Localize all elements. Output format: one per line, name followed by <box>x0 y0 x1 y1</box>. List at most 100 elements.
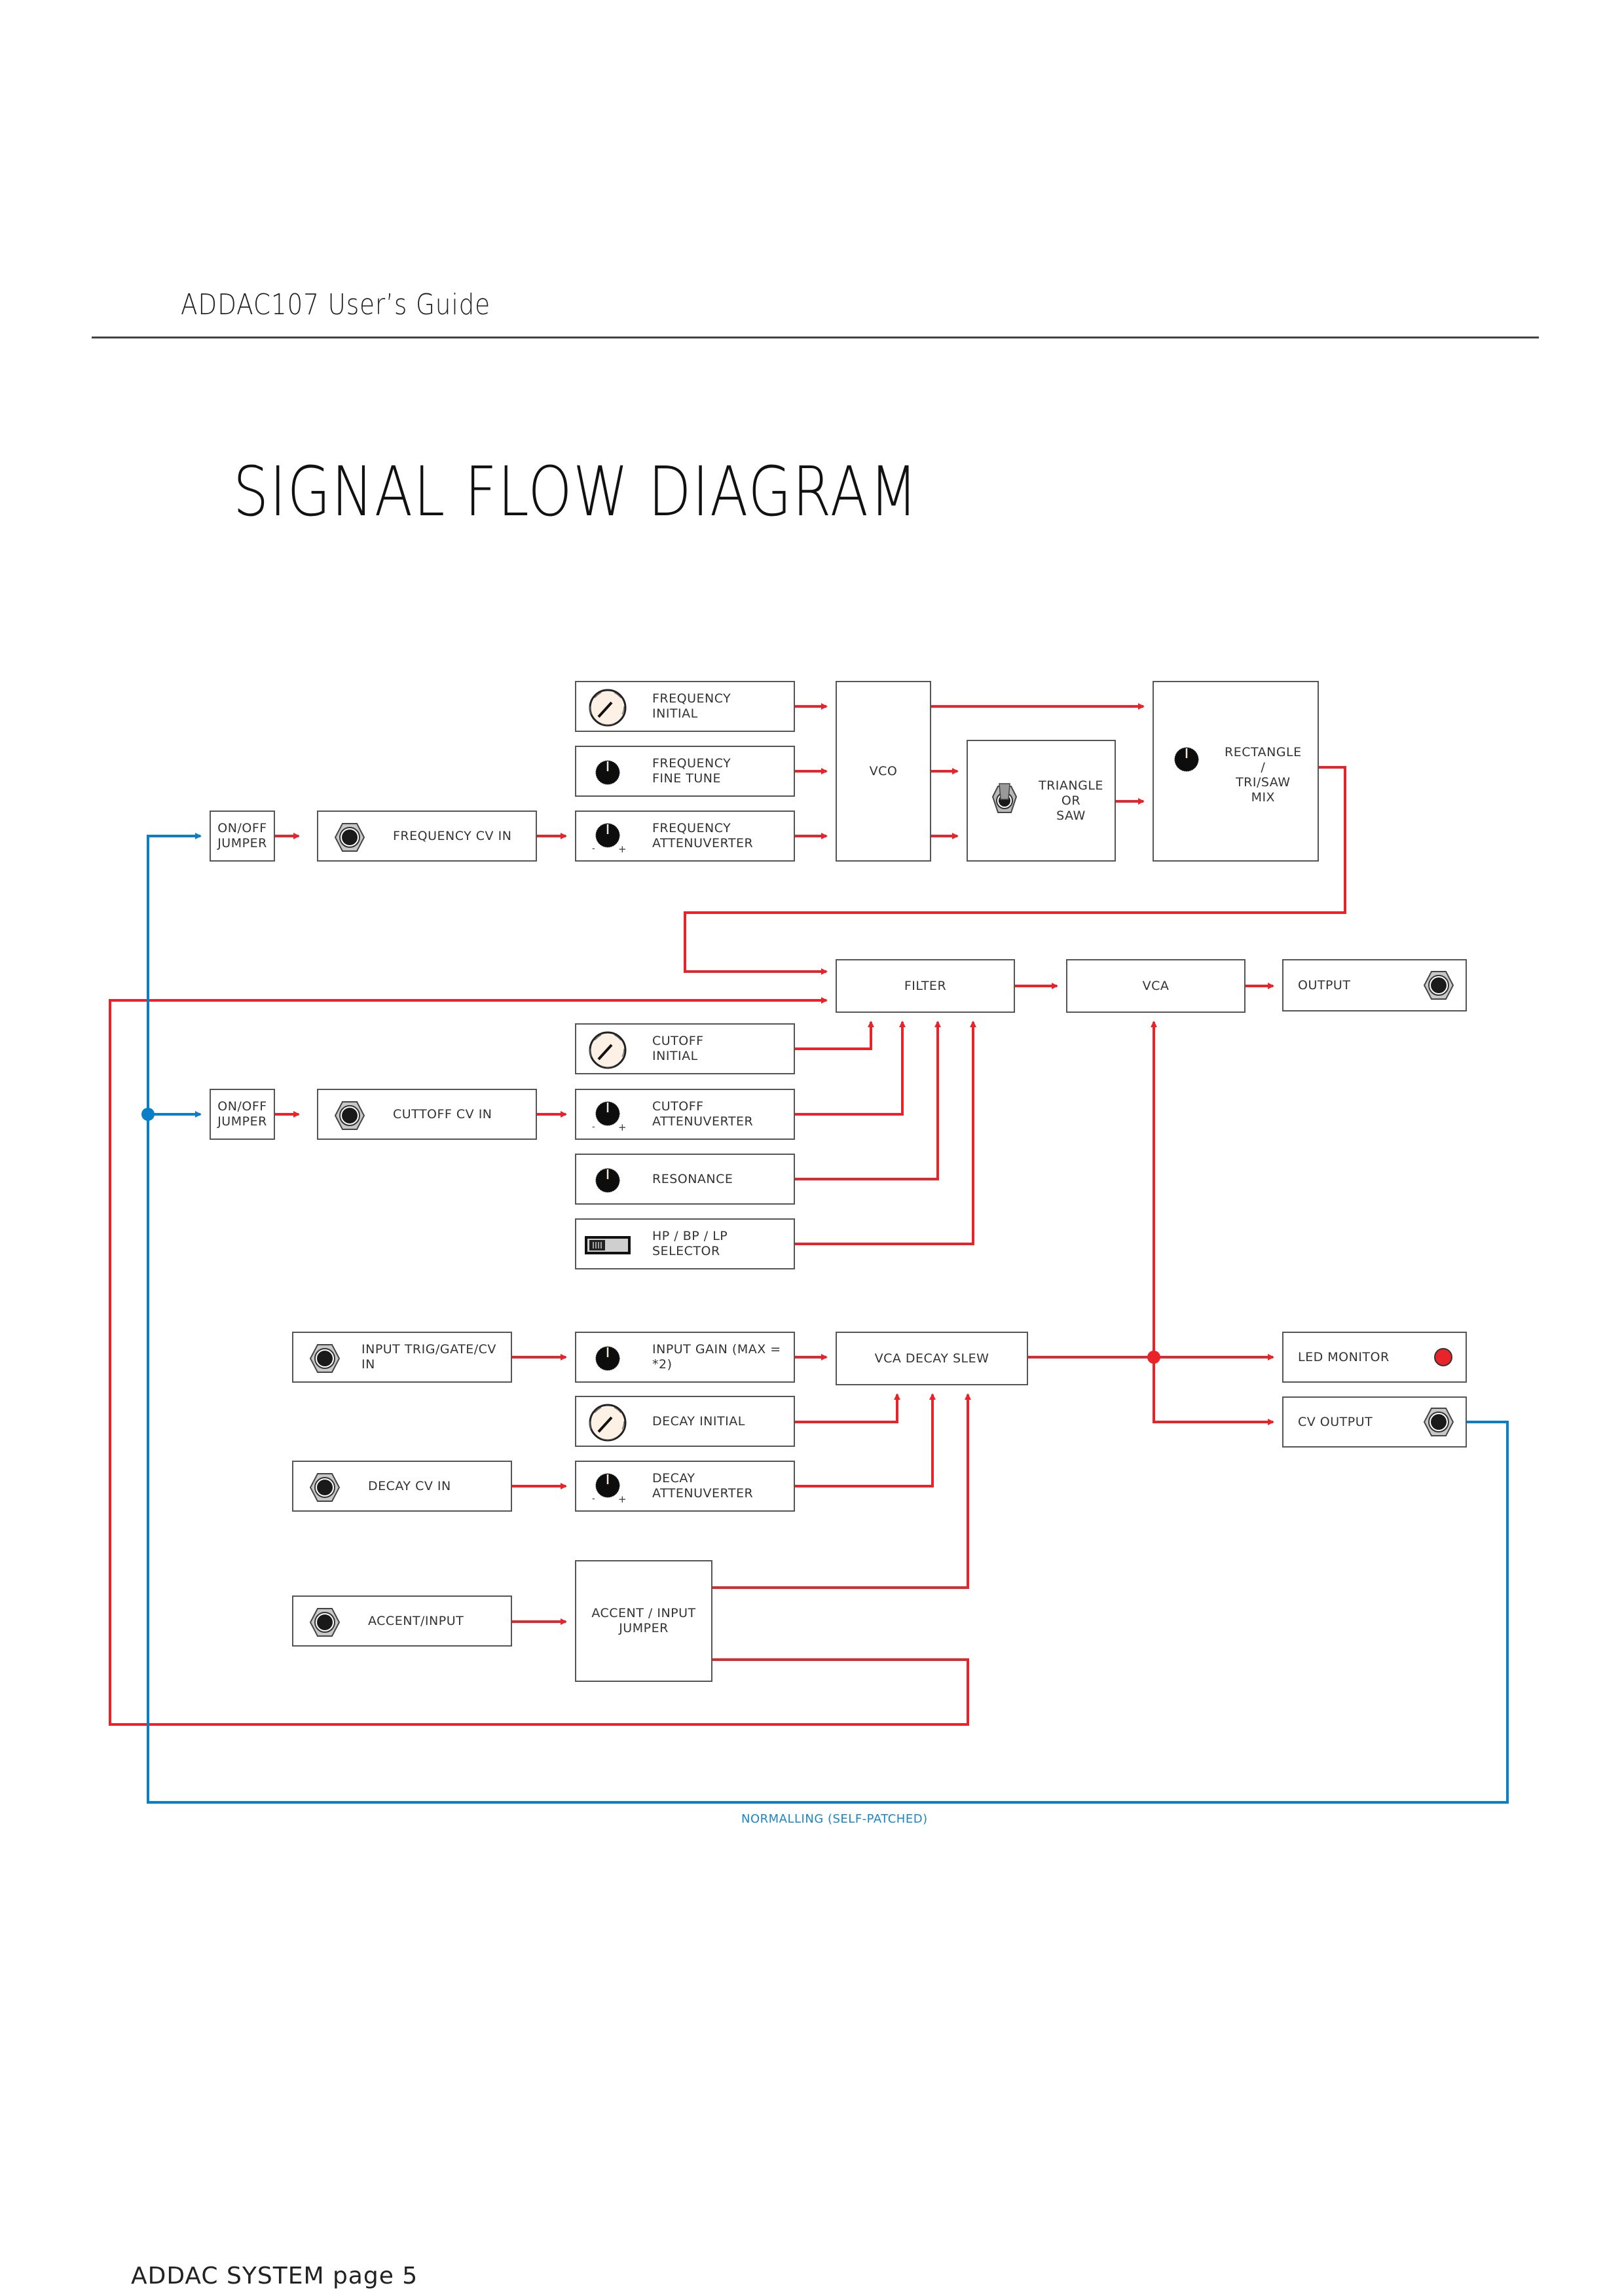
jack-socket-icon[interactable] <box>1423 970 1454 1003</box>
label-line: TRI/SAW <box>1236 775 1291 790</box>
label-line: FREQUENCY <box>652 821 731 835</box>
trig-in-block: INPUT TRIG/GATE/CV IN <box>292 1332 512 1383</box>
cut-cv-in-block: CUTTOFF CV IN <box>317 1089 537 1140</box>
wire-cutoff-atten <box>795 1021 906 1116</box>
label-line: JUMPER <box>217 1114 267 1129</box>
label-line: RECTANGLE <box>1225 745 1302 759</box>
trig-in-label: INPUT TRIG/GATE/CV IN <box>361 1342 511 1372</box>
toggle-switch-icon[interactable] <box>991 782 1018 816</box>
label-line: ACCENT/INPUT <box>368 1613 464 1628</box>
large-knob-icon[interactable] <box>588 1030 627 1072</box>
small-knob-icon[interactable] <box>595 1345 621 1374</box>
svg-text:-: - <box>592 844 595 853</box>
jack-socket-icon[interactable] <box>309 1472 341 1505</box>
label-line: VCA <box>1142 978 1170 993</box>
label-line: DECAY INITIAL <box>652 1413 745 1429</box>
wire-accent-to-slew <box>712 1393 971 1589</box>
freq-cv-in-label: FREQUENCY CV IN <box>393 829 511 844</box>
wire-decay-atten <box>795 1393 936 1487</box>
attenuverter-knob-icon[interactable]: -+ <box>588 822 627 856</box>
junction-dot-blue <box>141 1108 155 1121</box>
label-line: INITIAL <box>652 1049 698 1063</box>
wire-cutoff-initial <box>795 1021 874 1050</box>
wire-selector <box>795 1021 976 1245</box>
label-line: VCO <box>869 763 898 778</box>
label-line: VCA DECAY SLEW <box>874 1351 989 1366</box>
attenuverter-knob-icon[interactable]: -+ <box>588 1100 627 1134</box>
slide-switch-icon[interactable] <box>584 1233 631 1260</box>
wire-slew-to-cv-out <box>1153 1357 1274 1425</box>
decay-slew-block: VCA DECAY SLEW <box>836 1332 1028 1385</box>
page-title: SIGNAL FLOW DIAGRAM <box>233 452 919 532</box>
label-line: FREQUENCY CV IN <box>393 828 512 843</box>
header-rule <box>92 337 1539 338</box>
large-knob-icon[interactable] <box>588 688 627 730</box>
input-gain-label: INPUT GAIN (MAX = *2) <box>652 1342 794 1372</box>
label-line: ATTENUVERTER <box>652 1486 754 1501</box>
label-line: ON/OFF <box>217 821 267 835</box>
label-line: JUMPER <box>619 1621 669 1635</box>
label-line: CUTOFF <box>652 1034 704 1048</box>
jack-socket-icon[interactable] <box>334 1101 365 1133</box>
label-line: INPUT GAIN (MAX = *2) <box>652 1342 781 1372</box>
small-knob-icon[interactable] <box>595 1167 621 1196</box>
vca-block: VCA <box>1066 959 1246 1013</box>
label-line: ATTENUVERTER <box>652 836 754 850</box>
normalling-label: NORMALLING (SELF-PATCHED) <box>741 1812 928 1826</box>
filter-label: FILTER <box>904 979 946 994</box>
label-line: OR <box>1061 793 1081 808</box>
svg-text:+: + <box>618 843 627 853</box>
wire-resonance <box>795 1021 941 1180</box>
label-line: JUMPER <box>217 836 267 850</box>
attenuverter-knob-icon[interactable]: -+ <box>588 1472 627 1506</box>
label-line: RESONANCE <box>652 1171 733 1186</box>
label-line: DECAY CV IN <box>368 1478 451 1493</box>
cv-output-label: CV OUTPUT <box>1298 1415 1373 1430</box>
label-line: HP / BP / LP <box>652 1229 728 1243</box>
freq-cv-in-block: FREQUENCY CV IN <box>317 811 537 862</box>
wire-normalling-freq <box>147 833 1509 1804</box>
resonance-block: RESONANCE <box>575 1154 795 1205</box>
svg-text:-: - <box>592 1494 595 1503</box>
small-knob-icon[interactable] <box>1173 746 1200 775</box>
document-header: ADDAC107 User’s Guide <box>181 288 491 321</box>
wire-decay-initial <box>795 1393 900 1423</box>
accent-in-block: ACCENT/INPUT <box>292 1595 512 1647</box>
label-line: OUTPUT <box>1298 977 1351 993</box>
vco-block: VCO <box>836 681 931 862</box>
accent-in-label: ACCENT/INPUT <box>368 1614 464 1629</box>
label-line: TRIANGLE <box>1039 778 1103 793</box>
jack-socket-icon[interactable] <box>334 822 365 855</box>
label-line: CUTOFF <box>652 1099 704 1114</box>
cv-output-block: CV OUTPUT <box>1282 1396 1467 1448</box>
jack-socket-icon[interactable] <box>1423 1407 1454 1440</box>
label-line: CV OUTPUT <box>1298 1414 1373 1429</box>
label-line: LED MONITOR <box>1298 1349 1390 1364</box>
label-line: DECAY <box>652 1471 695 1485</box>
jack-socket-icon[interactable] <box>309 1607 341 1640</box>
label-line: INITIAL <box>652 706 698 721</box>
svg-text:+: + <box>618 1493 627 1503</box>
label-line: ACCENT / INPUT <box>591 1606 696 1620</box>
svg-text:-: - <box>592 1122 595 1131</box>
jack-socket-icon[interactable] <box>309 1343 341 1376</box>
decay-cv-in-label: DECAY CV IN <box>368 1479 451 1494</box>
small-knob-icon[interactable] <box>595 759 621 788</box>
large-knob-icon[interactable] <box>588 1403 627 1445</box>
decay-initial-label: DECAY INITIAL <box>652 1414 745 1429</box>
